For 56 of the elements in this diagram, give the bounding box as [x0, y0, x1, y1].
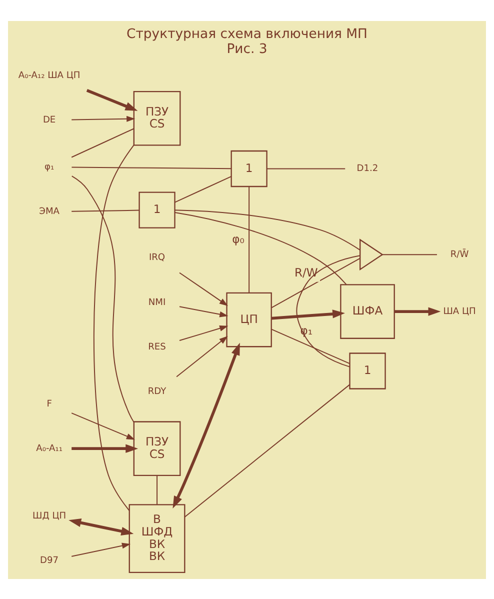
connector	[184, 384, 350, 517]
node-box: ЦП	[226, 292, 272, 347]
arrow	[172, 342, 240, 508]
arrow	[86, 88, 138, 110]
node-text: IRQ	[148, 252, 166, 263]
node-text: RDY	[148, 386, 166, 396]
arrow	[68, 518, 134, 535]
connector	[266, 168, 346, 169]
connector	[156, 474, 158, 504]
arrow	[271, 309, 345, 320]
connector	[174, 211, 347, 285]
node-text: F	[46, 398, 52, 409]
node-text: A₀-A₁₁	[36, 443, 62, 454]
connector	[271, 257, 360, 308]
arrow	[179, 306, 228, 317]
node-text: D97	[40, 556, 59, 566]
arrow	[72, 444, 138, 452]
node-text: DE	[42, 114, 56, 125]
arrow	[179, 324, 228, 341]
node-text: D1.2	[356, 164, 378, 174]
node-text: ША ЦП	[443, 306, 476, 316]
arrow	[71, 542, 131, 556]
node-box: ШФА	[340, 284, 395, 338]
node-text: A₀-A₁₂ ША ЦП	[18, 70, 80, 80]
arrow	[71, 412, 136, 440]
edge-label: φ₀	[232, 232, 244, 246]
node-text: RES	[148, 342, 166, 352]
connector	[271, 328, 350, 364]
node-text: ЭМА	[39, 206, 60, 216]
connector	[71, 209, 140, 212]
connector	[71, 175, 134, 422]
connector	[93, 144, 134, 511]
arrow	[179, 272, 228, 306]
arrow	[176, 336, 228, 377]
connector	[174, 209, 361, 250]
node-box: 1	[349, 352, 386, 389]
node-box: ПЗУ CS	[133, 90, 181, 146]
arrow	[71, 115, 136, 122]
node-triangle	[360, 238, 384, 270]
node-text: φ₁	[44, 162, 54, 172]
connector	[248, 186, 250, 293]
node-text: ШД ЦП	[32, 511, 66, 522]
node-box: 1	[230, 150, 268, 187]
arrow	[394, 306, 441, 316]
edge-label: R/W	[294, 265, 318, 280]
connector	[174, 175, 232, 202]
node-text: NMI	[148, 297, 166, 308]
node-box: ПЗУ CS	[133, 420, 181, 476]
connector	[71, 166, 232, 169]
caption: Рис. 3	[226, 42, 268, 57]
connector	[71, 128, 134, 158]
node-text: R/W̄	[450, 249, 469, 260]
connector	[382, 254, 438, 255]
diagram-title: Структурная схема включения МП	[126, 26, 368, 42]
node-box: 1	[138, 191, 176, 228]
node-box: В ШФД ВК ВК	[128, 504, 186, 572]
